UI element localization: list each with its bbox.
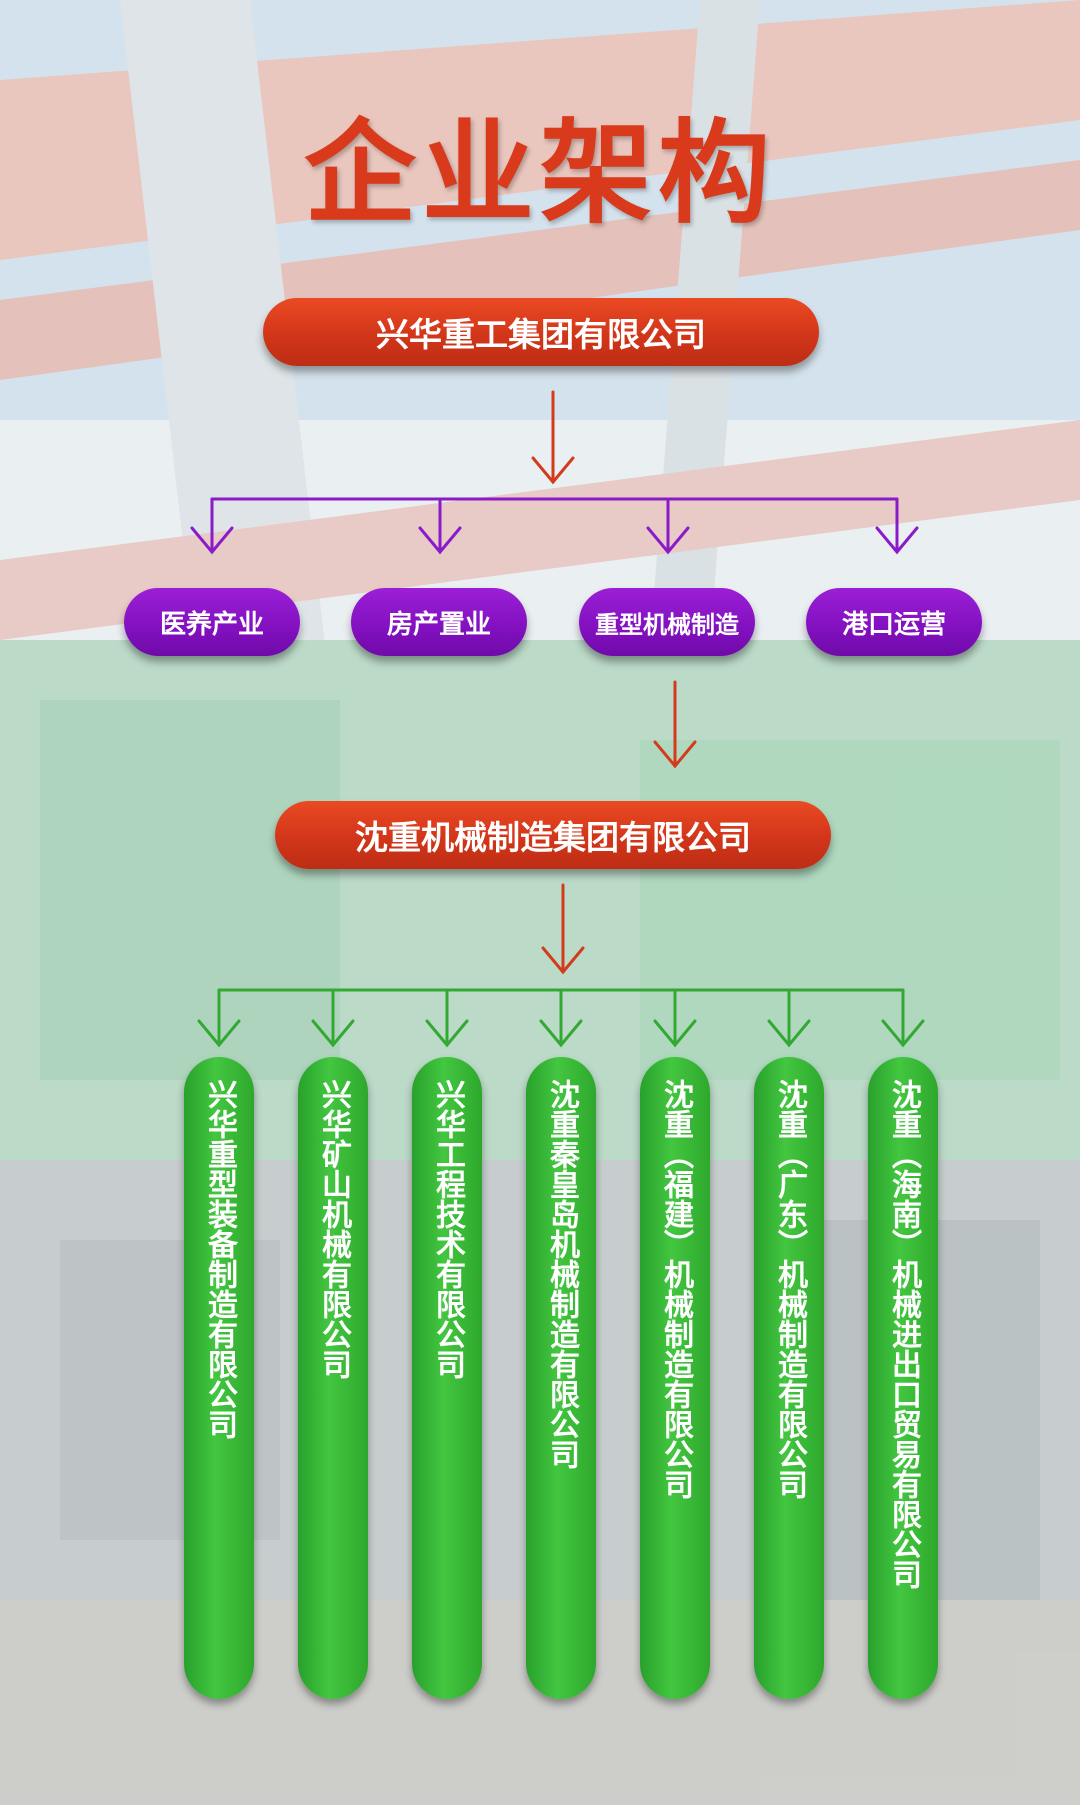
subsidiary-label: 兴华矿山机械有限公司 <box>316 1079 351 1379</box>
subsidiary-label: 沈重秦皇岛机械制造有限公司 <box>544 1079 579 1469</box>
subsidiary-label: 兴华工程技术有限公司 <box>430 1079 465 1379</box>
subsidiary-node: 沈重秦皇岛机械制造有限公司 <box>526 1057 596 1699</box>
subsidiary-label: 沈重（海南）机械进出口贸易有限公司 <box>886 1079 921 1589</box>
arrow-parent-to-segments <box>531 390 575 485</box>
arrow-group-to-subsidiaries <box>541 883 585 975</box>
segment-bracket <box>190 497 919 555</box>
page-title: 企业架构 <box>304 109 776 239</box>
group-company-node: 沈重机械制造集团有限公司 <box>275 801 831 869</box>
segment-port-operations: 港口运营 <box>806 588 982 656</box>
segment-healthcare: 医养产业 <box>124 588 300 656</box>
subsidiary-bracket <box>197 988 925 1048</box>
parent-company-node: 兴华重工集团有限公司 <box>263 298 819 366</box>
subsidiary-node: 沈重（广东）机械制造有限公司 <box>754 1057 824 1699</box>
subsidiary-node: 兴华矿山机械有限公司 <box>298 1057 368 1699</box>
arrow-segment-to-group <box>653 680 697 769</box>
subsidiary-node: 沈重（福建）机械制造有限公司 <box>640 1057 710 1699</box>
subsidiary-node: 兴华重型装备制造有限公司 <box>184 1057 254 1699</box>
subsidiary-label: 沈重（福建）机械制造有限公司 <box>658 1079 693 1499</box>
subsidiary-node: 兴华工程技术有限公司 <box>412 1057 482 1699</box>
subsidiary-label: 兴华重型装备制造有限公司 <box>202 1079 237 1439</box>
subsidiary-label: 沈重（广东）机械制造有限公司 <box>772 1079 807 1499</box>
subsidiary-node: 沈重（海南）机械进出口贸易有限公司 <box>868 1057 938 1699</box>
segment-heavy-machinery: 重型机械制造 <box>579 588 755 656</box>
segment-real-estate: 房产置业 <box>351 588 527 656</box>
